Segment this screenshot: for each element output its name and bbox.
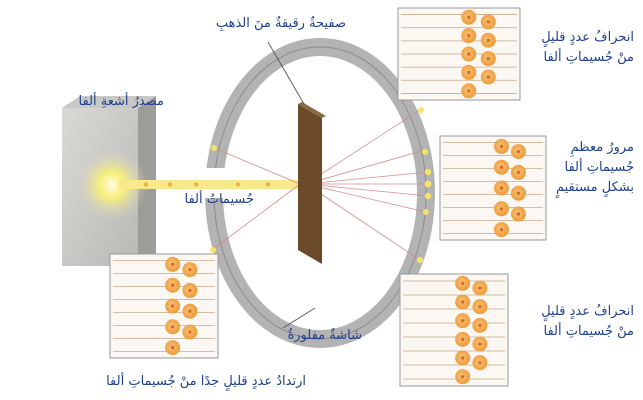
screen-label: شاشةٌ مفلورةٌ (287, 328, 363, 343)
screen-hit-spots (210, 107, 432, 263)
rebound-label: ارتدادُ عددٍ قليلٍ جدًا منْ جُسيماتِ ألف… (106, 374, 306, 389)
inset-deflect-top (397, 7, 521, 101)
deflect-bottom-label-line1: انحرافُ عددٍ قليلٍ (541, 304, 634, 319)
foil-label: صفيحةٌ رقيقةٌ منَ الذهبِ (215, 16, 346, 31)
inset-rebound (109, 253, 219, 359)
pass-straight-label-line1: مرورُ معظمِ (570, 140, 634, 155)
pass-straight-label-line2: جُسيماتِ ألفا (564, 160, 634, 175)
deflect-bottom-label-line2: منْ جُسيماتِ ألفا (543, 324, 634, 339)
inset-deflect-bottom (399, 273, 509, 387)
alpha-source-box (62, 96, 156, 266)
callout-lines (267, 41, 316, 329)
pass-straight-label-line3: بشكلٍ مستقيمٍ (555, 180, 634, 195)
source-label: مصدرُ أشعةِ ألفا (78, 94, 164, 109)
inset-pass-straight (439, 135, 547, 241)
alpha-beam-label: جُسيماتُ ألفا (184, 192, 254, 207)
scattered-rays (211, 109, 429, 261)
gold-foil (298, 102, 326, 264)
deflect-top-label-line2: منْ جُسيماتِ ألفا (543, 50, 634, 65)
alpha-beam (118, 180, 304, 189)
deflect-top-label-line1: انحرافُ عددٍ قليلٍ (541, 30, 634, 45)
